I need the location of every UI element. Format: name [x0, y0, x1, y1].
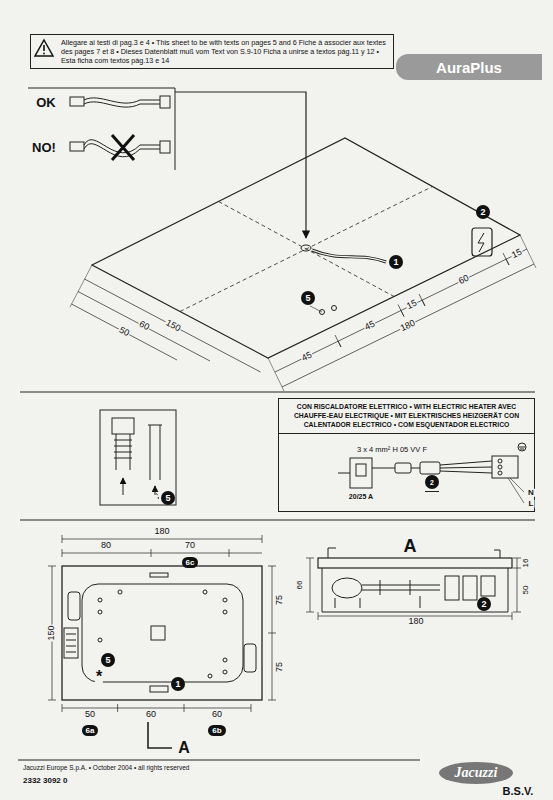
footer-rule	[18, 760, 420, 761]
dimension-label: *	[95, 669, 103, 686]
ok-mark: OK	[35, 96, 57, 110]
dimension-label: 180	[407, 617, 424, 626]
dimension-label: 15	[509, 247, 524, 261]
callout-number: 2	[476, 205, 490, 219]
dimension-label: 45	[362, 319, 377, 333]
dimension-label: 70	[184, 541, 196, 550]
callout-number-text: 2	[425, 475, 439, 492]
separator	[20, 392, 535, 393]
dimension-label: 50	[522, 585, 530, 596]
callout-number-text: 5	[161, 491, 175, 505]
callout-oval-text: 6b	[212, 725, 221, 736]
callout-oval-text: 6a	[86, 725, 95, 736]
dimension-label: 60	[457, 273, 472, 287]
warning-icon	[35, 40, 53, 56]
callout-oval: 6c	[182, 557, 199, 568]
heater-panel: CON RISCALDATORE ELETTRICO • WITH ELECTR…	[278, 398, 535, 512]
footer-text: Jacuzzi Europe S.p.A. • October 2004 • a…	[22, 765, 190, 772]
dimension-label: 80	[100, 541, 112, 550]
callout-number-text: 1	[171, 677, 185, 691]
product-tab: AuraPlus	[396, 54, 542, 80]
dimension-label: 75	[275, 661, 284, 673]
dimension-label: 180	[398, 318, 417, 334]
footer-text: B.S.V.	[502, 786, 535, 798]
heater-panel-text: CON RISCALDATORE ELETTRICO • WITH ELECTR…	[279, 399, 534, 434]
dimension-label: 150	[163, 317, 182, 333]
heater-wiring	[338, 443, 526, 503]
dimension-label: N	[527, 489, 535, 497]
callout-number-text: 5	[101, 653, 115, 667]
dimension-label: 20/25 A	[348, 493, 374, 500]
dimension-label: 60	[145, 710, 157, 719]
hose-do-dont	[28, 88, 175, 170]
dimension-label: 15	[404, 298, 419, 312]
footer-text: 2332 3092 0	[22, 777, 69, 785]
callout-number-text: 1	[389, 255, 403, 269]
separator	[20, 520, 535, 521]
floor-plan-isometric	[70, 92, 536, 391]
callout-number: 1	[171, 677, 185, 691]
callout-oval-text: 6c	[186, 557, 195, 568]
dimension-label: 60	[211, 710, 223, 719]
dimension-label: 50	[84, 710, 96, 719]
tub-plan-view	[48, 535, 276, 748]
callout-number: 5	[101, 653, 115, 667]
dimension-label: L	[528, 500, 535, 508]
dimension-label: 180	[153, 527, 170, 536]
callout-number: 5	[161, 491, 175, 505]
brand-logo: Jacuzzi	[439, 762, 514, 784]
product-tab-text: AuraPlus	[436, 59, 502, 76]
dimension-label: 50	[116, 325, 131, 339]
note-box-text: Allegare ai testi di pag.3 e 4 • This sh…	[61, 38, 389, 65]
brand-logo-text: Jacuzzi	[455, 765, 498, 781]
dimension-label: 16	[522, 558, 530, 569]
tub-section-view	[306, 548, 521, 620]
dimension-label: 75	[275, 594, 284, 606]
callout-number-text: 2	[476, 205, 490, 219]
callout-number: 2	[477, 597, 491, 611]
dimension-label: 66	[296, 580, 304, 591]
note-box: Allegare ai testi di pag.3 e 4 • This sh…	[30, 34, 394, 69]
fitting-detail	[100, 410, 176, 505]
dimension-label: A	[177, 740, 191, 757]
callout-number: 2	[425, 475, 439, 489]
callout-number-text: 2	[477, 597, 491, 611]
dimension-label: A	[403, 537, 418, 556]
dimension-label: 45	[299, 350, 314, 364]
callout-number: 5	[301, 291, 315, 305]
callout-number: 1	[389, 255, 403, 269]
no-mark: NO!	[31, 141, 57, 155]
callout-oval: 6a	[82, 725, 99, 736]
dimension-label: 3 x 4 mm² H 05 VV F	[356, 446, 428, 454]
callout-number-text: 5	[301, 291, 315, 305]
dimension-label: 60	[136, 319, 151, 333]
callout-oval: 6b	[208, 725, 225, 736]
dimension-label: 150	[47, 624, 56, 641]
